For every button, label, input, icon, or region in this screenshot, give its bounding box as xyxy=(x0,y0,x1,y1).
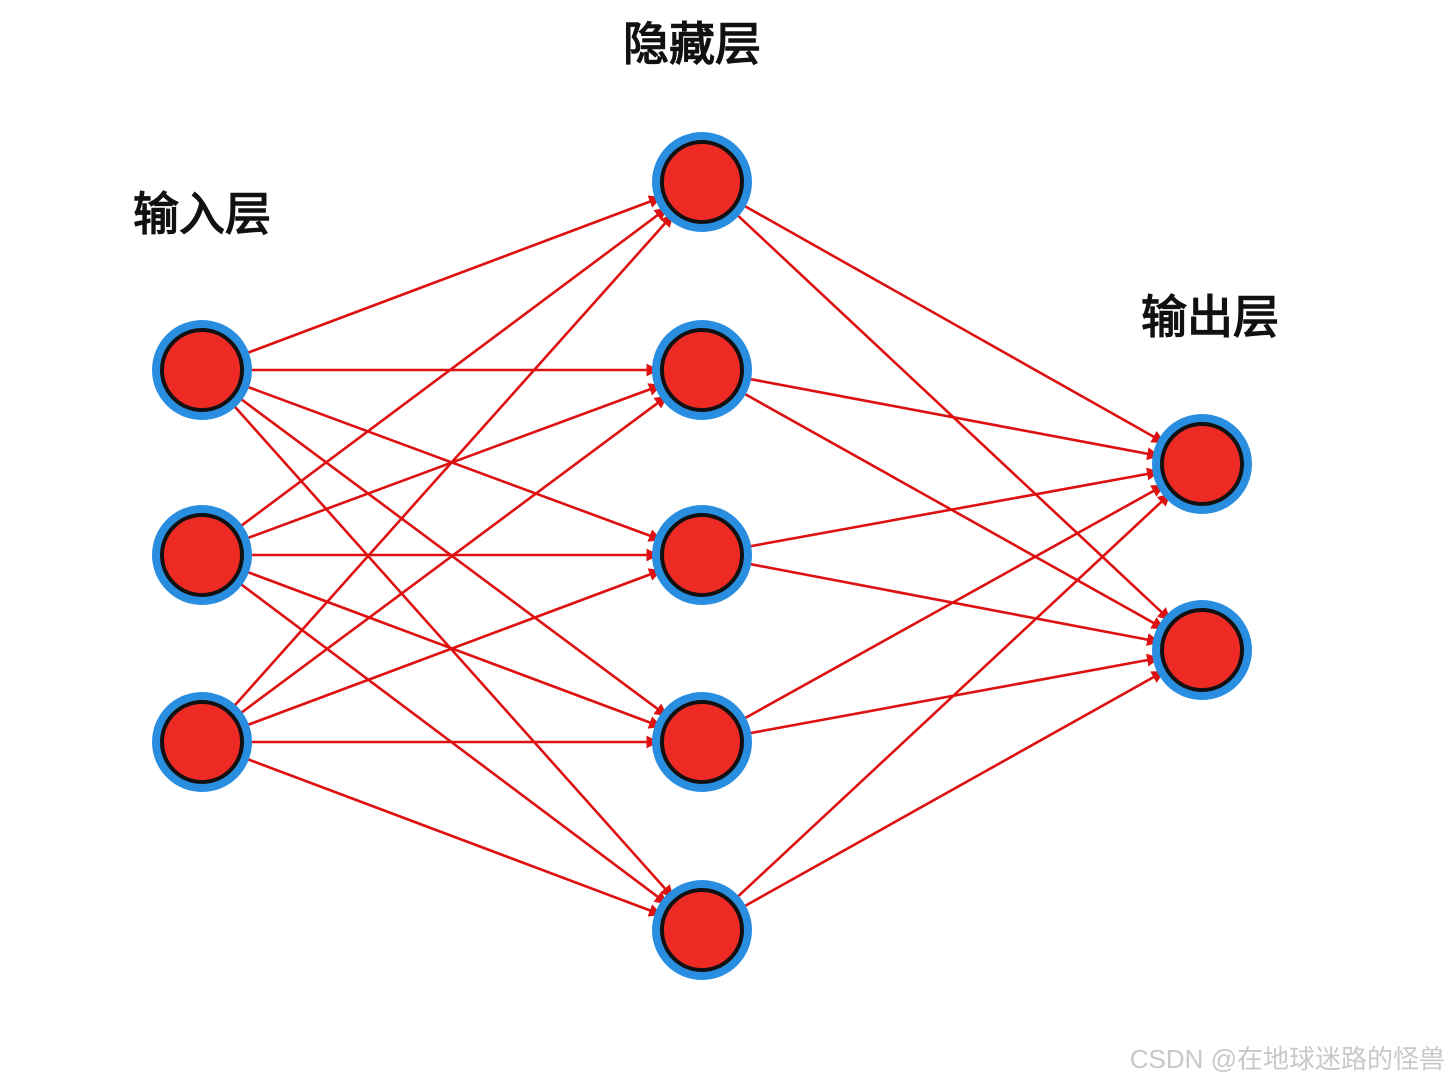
connection-arrow-hidden-1-to-output-2 xyxy=(731,209,1171,621)
nodes-group xyxy=(152,132,1252,980)
node-core xyxy=(660,328,744,412)
hidden-node-4 xyxy=(652,692,752,792)
node-core xyxy=(160,328,244,412)
output-node-2 xyxy=(1152,600,1252,700)
connection-arrow-hidden-4-to-output-1 xyxy=(738,484,1165,723)
node-core xyxy=(1160,608,1244,692)
input-layer-label: 输入层 xyxy=(133,187,271,241)
watermark: CSDN @在地球迷路的怪兽 xyxy=(1129,1044,1445,1074)
node-core xyxy=(660,513,744,597)
connection-arrow-hidden-2-to-output-1 xyxy=(743,376,1161,461)
node-core xyxy=(660,888,744,972)
connection-arrow-input-2-to-hidden-1 xyxy=(234,207,668,531)
connection-arrow-input-3-to-hidden-5 xyxy=(240,755,663,917)
hidden-node-2 xyxy=(652,320,752,420)
output-layer-label: 输出层 xyxy=(1141,290,1279,344)
hidden-node-3 xyxy=(652,505,752,605)
connection-arrow-hidden-1-to-output-1 xyxy=(737,201,1165,444)
connections-group xyxy=(229,195,1171,917)
node-core xyxy=(160,700,244,784)
connection-arrow-input-3-to-hidden-2 xyxy=(234,395,668,718)
node-core xyxy=(160,513,244,597)
input-node-1 xyxy=(152,320,252,420)
hidden-node-5 xyxy=(652,880,752,980)
hidden-node-1 xyxy=(652,132,752,232)
output-node-1 xyxy=(1152,414,1252,514)
connection-arrow-input-3-to-hidden-1 xyxy=(229,213,674,712)
input-node-2 xyxy=(152,505,252,605)
input-node-3 xyxy=(152,692,252,792)
node-core xyxy=(660,700,744,784)
hidden-layer-label: 隐藏层 xyxy=(623,17,761,71)
node-core xyxy=(660,140,744,224)
connection-arrow-hidden-3-to-output-1 xyxy=(743,467,1160,549)
connection-arrow-hidden-5-to-output-2 xyxy=(737,670,1165,911)
connection-arrow-input-3-to-hidden-3 xyxy=(240,568,663,729)
connection-arrow-input-1-to-hidden-1 xyxy=(240,195,663,357)
node-core xyxy=(1160,422,1244,506)
connection-arrow-hidden-5-to-output-1 xyxy=(731,493,1171,903)
